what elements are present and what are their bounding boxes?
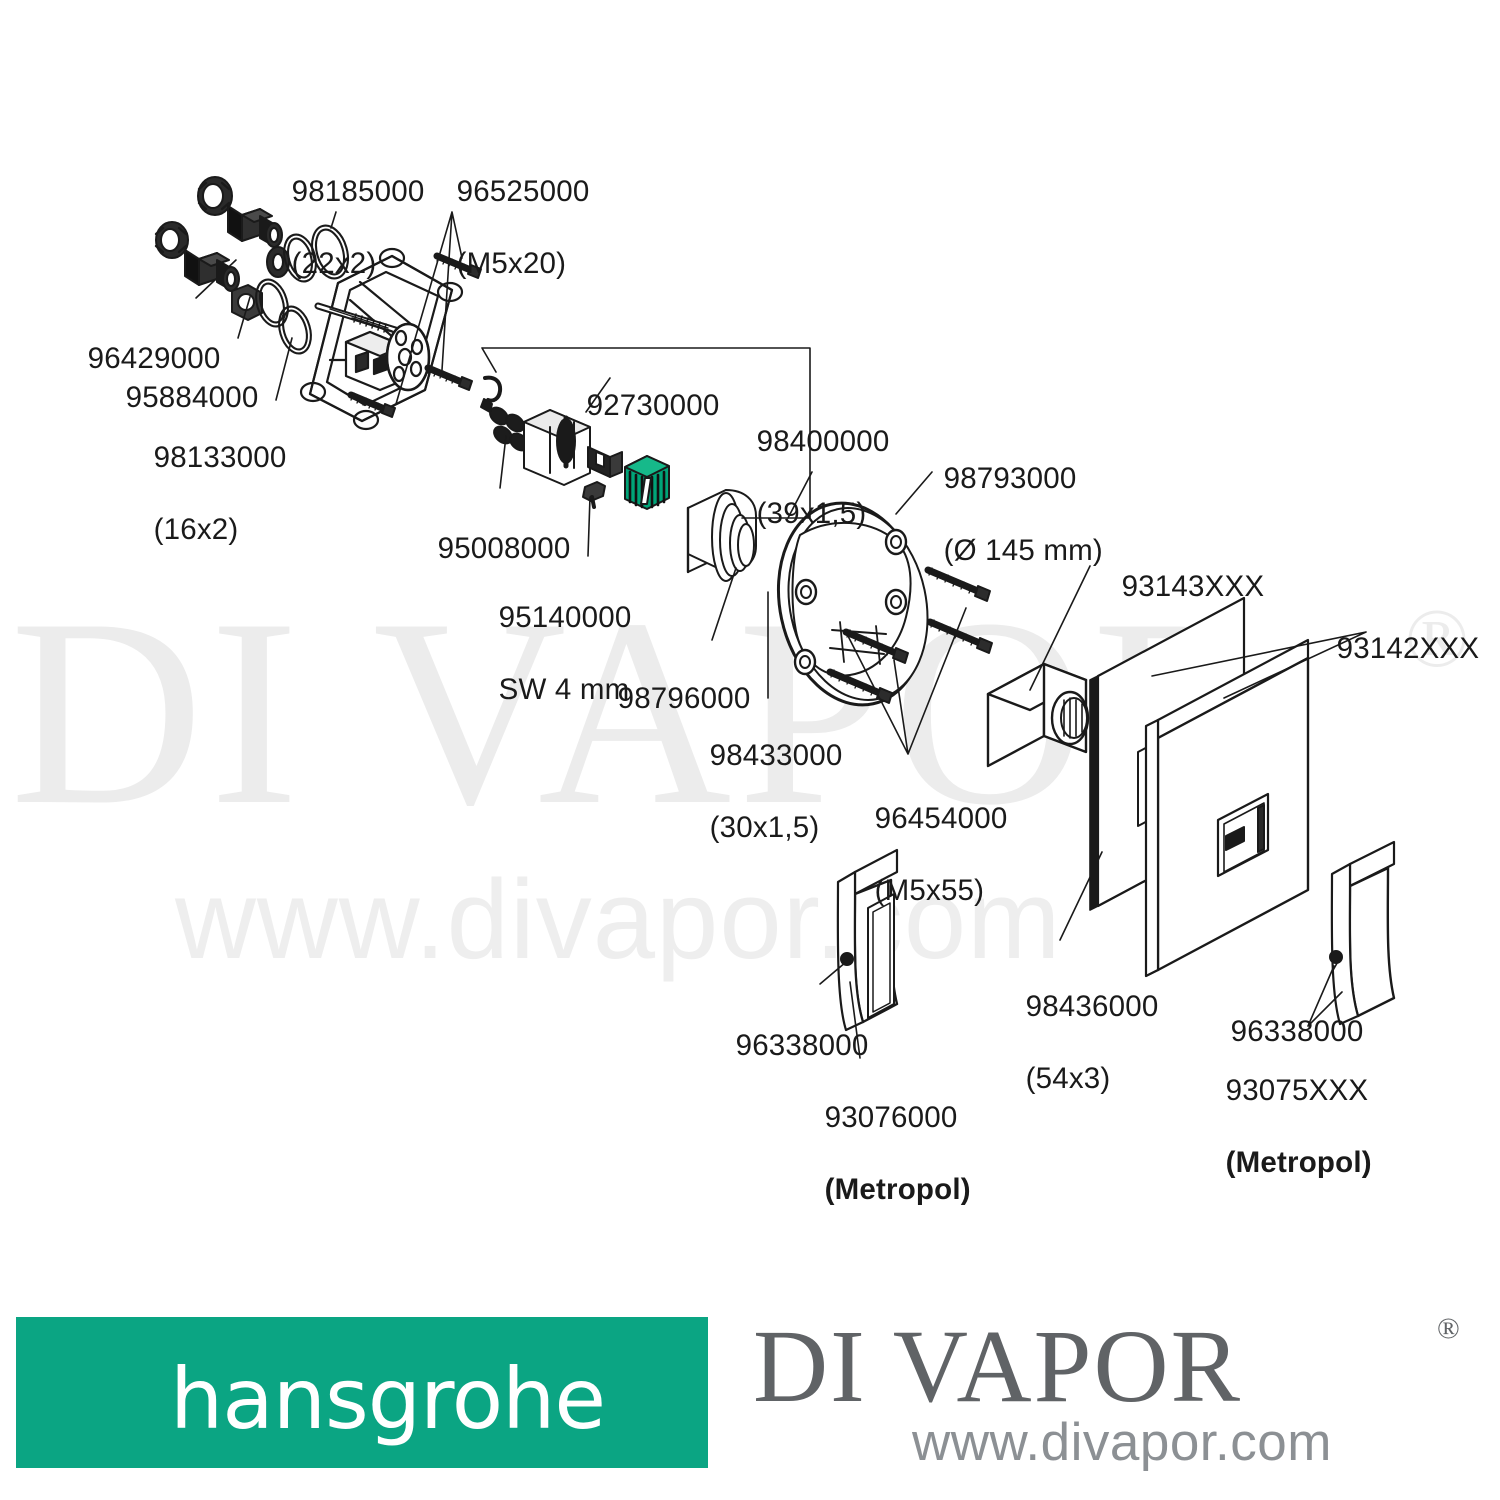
part-filter-nut — [231, 284, 263, 321]
part-number: 98133000 — [153, 441, 287, 474]
part-setscrew-95140000 — [582, 481, 606, 509]
part-label-98793000: 98793000 (Ø 145 mm) — [910, 425, 1103, 605]
part-number: 96338000 — [1230, 1015, 1364, 1048]
divapor-url: www.divapor.com — [912, 1413, 1332, 1472]
part-number: 93143XXX — [1121, 570, 1265, 603]
part-number: 92730000 — [586, 389, 720, 422]
part-handle-93075XXX — [1329, 840, 1396, 1026]
part-number: 95884000 — [125, 381, 259, 414]
part-number: 98436000 — [1025, 990, 1159, 1023]
part-spec: (Metropol) — [1225, 1146, 1372, 1179]
part-number: 93076000 — [824, 1101, 958, 1134]
part-number: 98400000 — [756, 425, 890, 458]
part-spec: (Metropol) — [824, 1173, 971, 1206]
part-eccentric-upper — [197, 176, 283, 248]
leader-lines — [195, 211, 1367, 1059]
hansgrohe-wordmark: hansgrohe — [170, 1350, 606, 1448]
part-number: 96429000 — [87, 342, 221, 375]
part-label-98133000: 98133000 (16x2) — [120, 404, 287, 584]
part-label-92730000: 92730000 — [553, 352, 720, 460]
part-number: 98793000 — [943, 462, 1077, 495]
part-label-98436000: 98436000 (54x3) — [992, 953, 1159, 1133]
part-label-96525000: 96525000 (M5x20) — [423, 138, 590, 318]
part-label-96429000: 96429000 — [54, 305, 221, 413]
part-spec: (22x2) — [291, 247, 377, 280]
part-spec: SW 4 mm — [498, 673, 630, 706]
part-square-adaptor-93143XXX — [986, 662, 1090, 768]
part-label-96338000-right: 96338000 — [1197, 978, 1364, 1086]
part-mounting-bracket — [299, 247, 464, 431]
part-round-plate-98793000 — [776, 501, 929, 707]
part-handle-93076000 — [836, 848, 899, 1032]
part-spec: (Ø 145 mm) — [943, 534, 1103, 567]
part-label-93076000: 93076000 (Metropol) — [791, 1064, 971, 1244]
part-number: 95008000 — [437, 532, 571, 565]
part-screw-m5x20-b — [424, 364, 473, 391]
part-oring-22x2-a — [283, 233, 317, 283]
part-label-98796000: 98796000 — [584, 645, 751, 753]
part-number: 96338000 — [735, 1029, 869, 1062]
part-spec: (M5x20) — [456, 247, 567, 280]
part-number: 98433000 — [709, 739, 843, 772]
divapor-wordmark: DI VAPOR — [753, 1309, 1242, 1424]
part-screw-m5x55-c — [924, 566, 991, 602]
part-number: 93142XXX — [1336, 632, 1480, 665]
part-screw-m5x55-a — [842, 628, 909, 664]
part-number: 96454000 — [874, 802, 1008, 835]
part-label-98433000: 98433000 (30x1,5) — [676, 702, 843, 882]
part-number: 98796000 — [617, 682, 751, 715]
part-spec: (54x3) — [1025, 1062, 1111, 1095]
hansgrohe-logo-box — [16, 1317, 708, 1468]
part-spec: (16x2) — [153, 513, 239, 546]
part-oring-16x2-b — [278, 305, 312, 355]
part-label-98185000: 98185000 (22x2) — [258, 138, 425, 318]
part-number: 93075XXX — [1225, 1074, 1369, 1107]
part-label-96338000-left: 96338000 — [702, 992, 869, 1100]
exploded-assembly-drawing — [154, 176, 1396, 1059]
part-sleeve-98400000 — [686, 489, 757, 582]
part-label-95140000: 95140000 SW 4 mm — [465, 564, 632, 744]
part-cartridge-92730000 — [523, 409, 623, 486]
part-eccentric-lower — [154, 221, 240, 292]
part-escutcheon-93142XXX — [1144, 638, 1310, 978]
part-label-95884000: 95884000 — [92, 344, 259, 452]
part-screw-m5x55-d — [926, 618, 993, 654]
part-spec: (39x1,5) — [756, 497, 867, 530]
part-label-93143XXX: 93143XXX — [1088, 533, 1264, 641]
part-label-98400000: 98400000 (39x1,5) — [723, 388, 890, 568]
part-clip-95008000 — [489, 406, 529, 452]
part-oring-22x2-b — [310, 224, 350, 280]
part-label-96454000: 96454000 (M5x55) — [841, 765, 1008, 945]
part-screw-m5x20-c — [347, 391, 396, 418]
part-label-93075XXX: 93075XXX (Metropol) — [1192, 1037, 1372, 1217]
part-number: 98185000 — [291, 175, 425, 208]
footer — [0, 1270, 1500, 1500]
part-label-93142XXX: 93142XXX — [1303, 595, 1479, 703]
part-label-95008000: 95008000 — [404, 495, 571, 603]
part-spec: (M5x55) — [874, 874, 985, 907]
part-number: 96525000 — [456, 175, 590, 208]
part-green-ring-98796000 — [624, 455, 670, 510]
part-spec: (30x1,5) — [709, 811, 820, 844]
part-number: 95140000 — [498, 601, 632, 634]
registered-trademark-icon: ® — [1437, 1312, 1460, 1345]
part-filter-body — [266, 246, 290, 278]
